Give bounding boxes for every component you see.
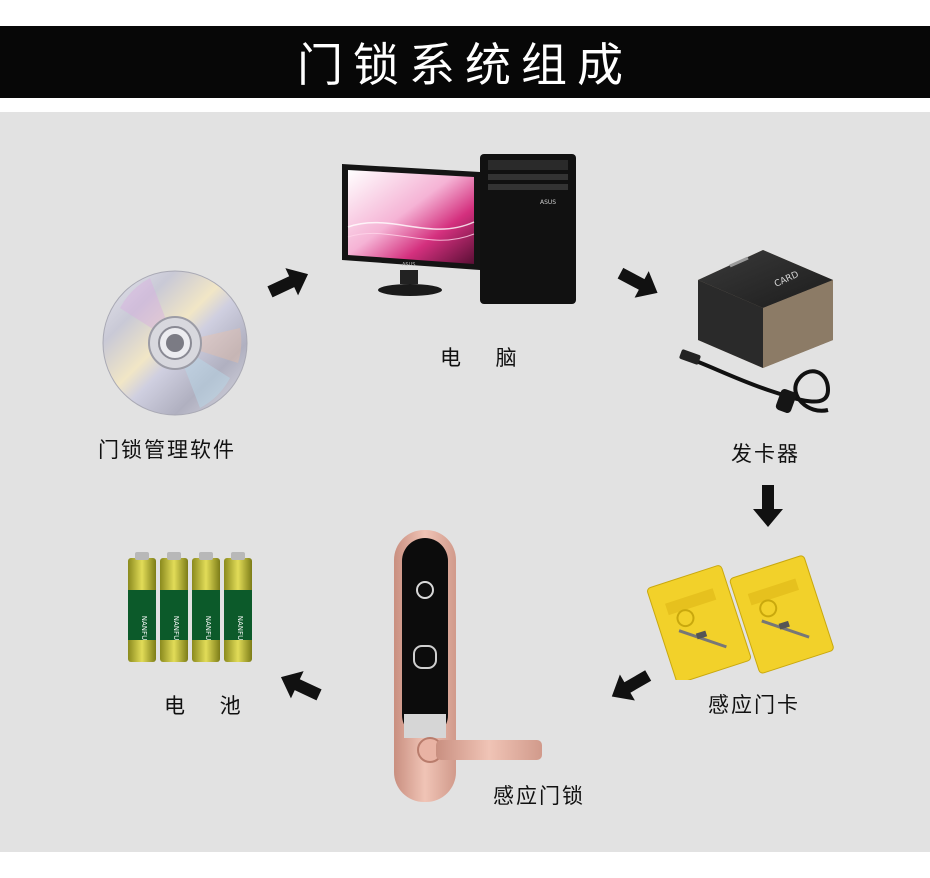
arrow-software-to-computer bbox=[266, 266, 312, 300]
aa-battery-icon: NANFU NANFU NANFU NANFU bbox=[122, 550, 260, 668]
battery-brand-text-3: NANFU bbox=[204, 616, 212, 640]
battery-brand-text-2: NANFU bbox=[172, 616, 180, 640]
battery-brand-text-4: NANFU bbox=[236, 616, 244, 640]
battery-label: 电 池 bbox=[164, 694, 255, 718]
computer-label: 电 脑 bbox=[440, 346, 531, 370]
smart-door-lock-icon bbox=[388, 528, 548, 806]
desktop-computer-icon: ASUS ASUS bbox=[330, 152, 580, 307]
rfid-card-icon bbox=[645, 545, 835, 680]
page-title: 门锁系统组成 bbox=[297, 38, 633, 92]
monitor-brand-text: ASUS bbox=[402, 262, 415, 268]
arrow-lock-to-battery bbox=[276, 668, 324, 704]
battery-brand-text-1: NANFU bbox=[140, 616, 148, 640]
card-encoder-icon: CARD bbox=[678, 240, 843, 425]
title-banner: 门锁系统组成 bbox=[0, 26, 930, 98]
tower-brand-text: ASUS bbox=[540, 199, 556, 206]
software-label: 门锁管理软件 bbox=[98, 438, 236, 462]
arrow-card-issuer-to-card bbox=[748, 482, 788, 528]
rfid-card-label: 感应门卡 bbox=[708, 693, 800, 717]
cd-disc-icon bbox=[100, 268, 250, 418]
arrow-card-to-lock bbox=[606, 668, 654, 704]
door-lock-label: 感应门锁 bbox=[493, 784, 585, 808]
arrow-computer-to-card-issuer bbox=[616, 266, 662, 300]
card-issuer-label: 发卡器 bbox=[731, 442, 800, 466]
